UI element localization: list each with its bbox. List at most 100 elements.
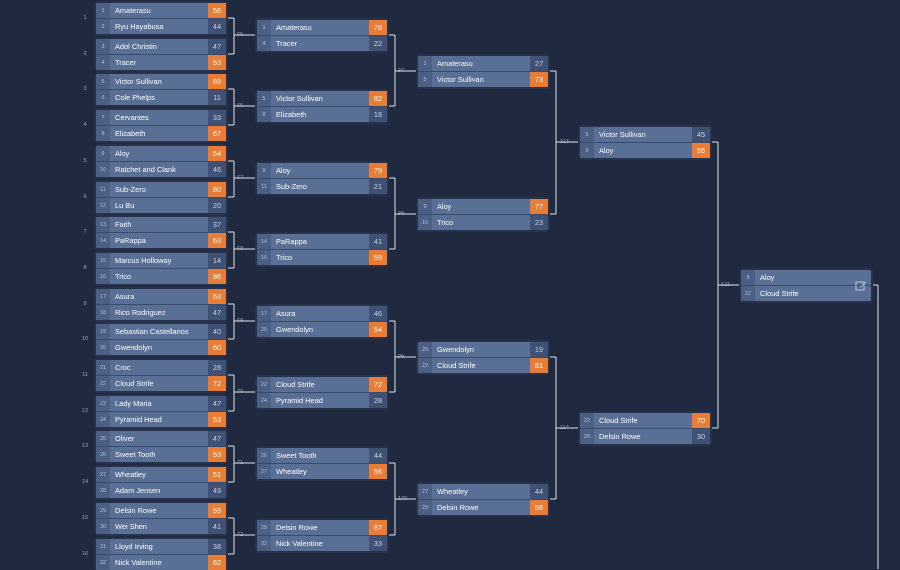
team-name: Elizabeth bbox=[115, 129, 146, 138]
team-name: Cole Phelps bbox=[115, 93, 155, 102]
team-score: 53 bbox=[208, 289, 226, 304]
team-name: PaRappa bbox=[115, 236, 146, 245]
team-seed: 29 bbox=[580, 429, 594, 444]
pencil-edit-icon[interactable] bbox=[853, 270, 869, 301]
match-number: 114 bbox=[560, 425, 569, 431]
